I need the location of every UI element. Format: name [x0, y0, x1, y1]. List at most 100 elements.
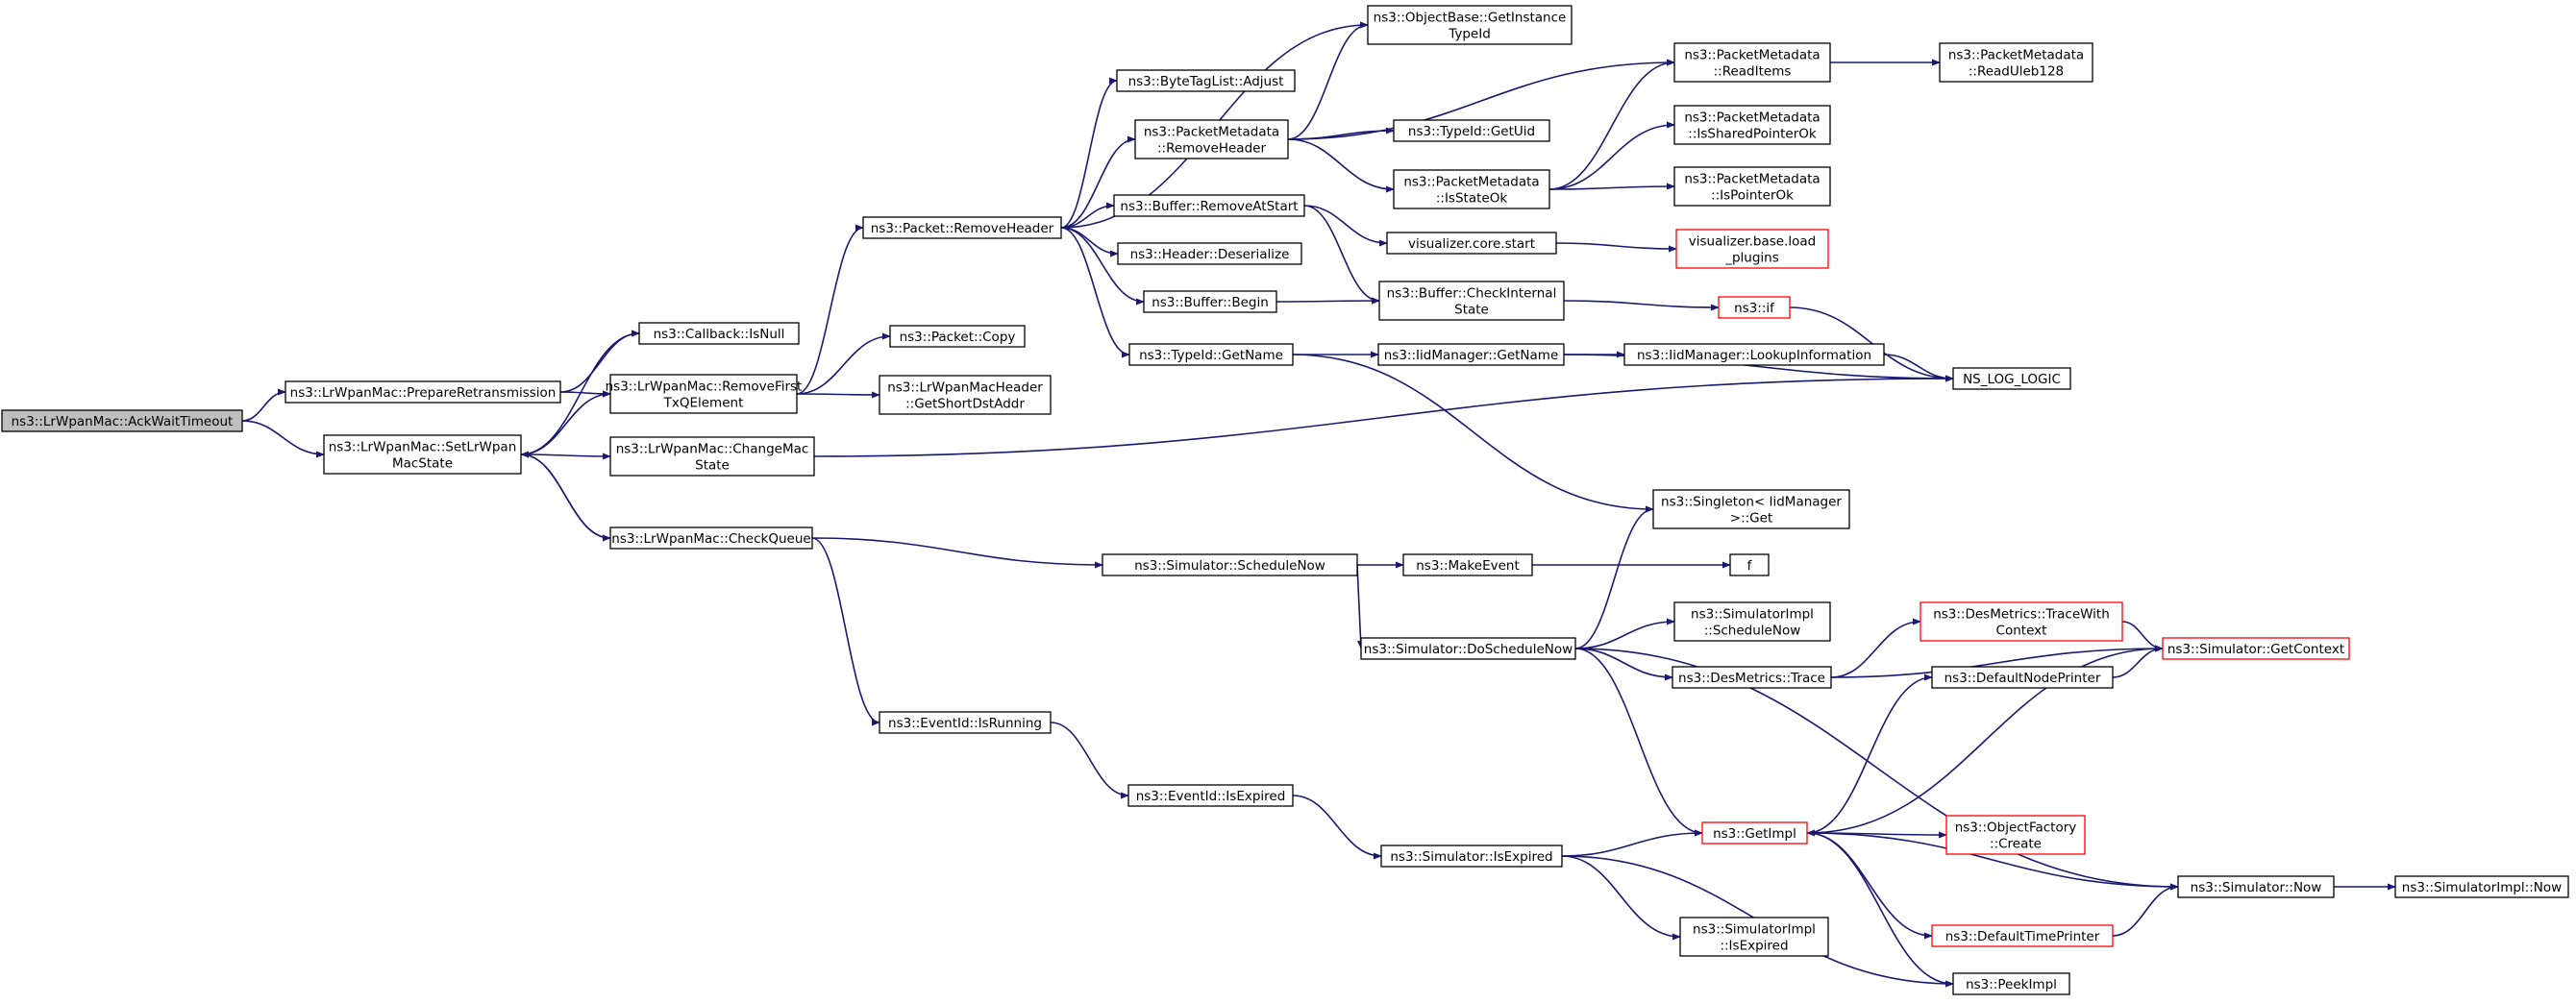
call-edge-simisexp-to-getimpl — [1561, 829, 1703, 857]
node-box — [1623, 343, 1885, 366]
node-box — [1672, 666, 1832, 689]
node-box — [1931, 666, 2114, 689]
node-label: ns3::EventId::IsExpired — [1136, 789, 1286, 804]
node-box — [1673, 601, 1831, 642]
node-label: ns3::ObjectFactory — [1955, 820, 2077, 836]
node-tidgetname[interactable]: ns3::TypeId::GetName — [1128, 343, 1294, 366]
node-pmstate[interactable]: ns3::PacketMetadata::IsStateOk — [1393, 169, 1550, 209]
node-label: ns3::Simulator::IsExpired — [1390, 849, 1552, 865]
node-objfact[interactable]: ns3::ObjectFactory::Create — [1945, 815, 2086, 855]
node-peekimpl[interactable]: ns3::PeekImpl — [1952, 972, 2070, 995]
node-ackwait[interactable]: ns3::LrWpanMac::AckWaitTimeout — [1, 409, 243, 432]
node-pmread[interactable]: ns3::PacketMetadata::ReadItems — [1673, 42, 1831, 83]
call-edge-pmstate-to-pmshared — [1548, 121, 1675, 190]
call-edge-bufcheck-to-nsif — [1563, 300, 1720, 311]
node-isexpired[interactable]: ns3::EventId::IsExpired — [1127, 784, 1294, 807]
node-iidgetname[interactable]: ns3::IidManager::GetName — [1377, 343, 1565, 366]
node-getimpl[interactable]: ns3::GetImpl — [1701, 821, 1808, 845]
node-dosched[interactable]: ns3::Simulator::DoScheduleNow — [1360, 637, 1576, 660]
node-box — [1127, 784, 1294, 807]
node-bufremove[interactable]: ns3::Buffer::RemoveAtStart — [1113, 194, 1305, 217]
node-label: ns3::EventId::IsRunning — [888, 716, 1042, 731]
node-dmtrace[interactable]: ns3::DesMetrics::Trace — [1672, 666, 1832, 689]
node-label: ns3::SimulatorImpl::Now — [2402, 880, 2562, 895]
node-box — [1673, 166, 1831, 207]
node-isrunning[interactable]: ns3::EventId::IsRunning — [879, 711, 1052, 734]
node-pmremove[interactable]: ns3::PacketMetadata::RemoveHeader — [1134, 119, 1289, 159]
node-label: MacState — [392, 456, 453, 472]
node-box — [1673, 105, 1831, 145]
call-edge-tidgetname-to-singleton — [1292, 354, 1654, 513]
node-isnull[interactable]: ns3::Callback::IsNull — [638, 322, 800, 345]
call-edge-dmtrace-to-getctx — [1830, 645, 2164, 678]
node-prepare[interactable]: ns3::LrWpanMac::PrepareRetransmission — [285, 380, 561, 404]
node-bufbegin[interactable]: ns3::Buffer::Begin — [1143, 290, 1277, 313]
call-edge-ackwait-to-setstate — [241, 420, 325, 458]
node-simimplexp[interactable]: ns3::SimulatorImpl::IsExpired — [1679, 917, 1829, 957]
node-label: f — [1747, 558, 1753, 574]
node-label: ::IsStateOk — [1436, 191, 1507, 207]
node-simimplnow[interactable]: ns3::SimulatorImpl::Now — [2394, 875, 2569, 898]
node-label: ns3::DesMetrics::TraceWith — [1933, 607, 2110, 623]
node-box — [1377, 343, 1565, 366]
node-vload[interactable]: visualizer.base.load_plugins — [1675, 229, 1829, 269]
node-label: ns3::GetImpl — [1713, 826, 1796, 842]
node-label: >::Get — [1730, 511, 1772, 526]
node-checkqueue[interactable]: ns3::LrWpanMac::CheckQueue — [609, 526, 813, 550]
call-edge-removeheader-to-bufbegin — [1060, 227, 1145, 306]
node-label: Context — [1996, 624, 2047, 639]
node-box — [285, 380, 561, 404]
node-removeheader[interactable]: ns3::Packet::RemoveHeader — [862, 216, 1062, 239]
node-box — [1673, 42, 1831, 83]
node-singleton[interactable]: ns3::Singleton< IidManager>::Get — [1652, 489, 1850, 529]
node-box — [609, 436, 815, 477]
node-vstart[interactable]: visualizer.core.start — [1386, 232, 1557, 255]
node-label: ns3::Singleton< IidManager — [1661, 495, 1842, 510]
call-edge-removeheader-to-bytetag — [1060, 77, 1118, 229]
node-label: ns3::TypeId::GetUid — [1408, 124, 1535, 139]
node-nsif[interactable]: ns3::if — [1718, 296, 1791, 319]
node-getuid[interactable]: ns3::TypeId::GetUid — [1393, 119, 1550, 142]
node-simimplsched[interactable]: ns3::SimulatorImpl::ScheduleNow — [1673, 601, 1831, 642]
node-box — [609, 374, 798, 414]
node-label: ns3::Simulator::DoScheduleNow — [1364, 642, 1573, 657]
node-schednow[interactable]: ns3::Simulator::ScheduleNow — [1102, 553, 1358, 576]
node-pmread128[interactable]: ns3::PacketMetadata::ReadUleb128 — [1939, 42, 2093, 83]
call-edge-pmremove-to-pmstate — [1287, 138, 1395, 193]
node-box — [1945, 815, 2086, 855]
node-pcopy[interactable]: ns3::Packet::Copy — [889, 325, 1026, 348]
node-label: ns3::PacketMetadata — [1684, 172, 1820, 187]
node-getshort[interactable]: ns3::LrWpanMacHeader::GetShortDstAddr — [879, 375, 1052, 415]
node-f[interactable]: f — [1729, 553, 1770, 576]
node-defnode[interactable]: ns3::DefaultNodePrinter — [1931, 666, 2114, 689]
node-nslog[interactable]: NS_LOG_LOGIC — [1952, 367, 2071, 390]
call-edge-pmremove-to-getuid — [1287, 127, 1395, 140]
node-pmptr[interactable]: ns3::PacketMetadata::IsPointerOk — [1673, 166, 1831, 207]
node-label: ::RemoveHeader — [1157, 141, 1266, 157]
node-label: ns3::Buffer::RemoveAtStart — [1120, 199, 1298, 214]
node-box — [1393, 119, 1550, 142]
node-getctx[interactable]: ns3::Simulator::GetContext — [2162, 637, 2350, 660]
node-bytetag[interactable]: ns3::ByteTagList::Adjust — [1116, 69, 1296, 92]
call-edge-prepare-to-removefirst — [559, 390, 611, 398]
node-hdrdeser[interactable]: ns3::Header::Deserialize — [1117, 242, 1302, 265]
node-label: ns3::LrWpanMac::PrepareRetransmission — [290, 385, 557, 401]
node-simisexp[interactable]: ns3::Simulator::IsExpired — [1380, 845, 1563, 868]
node-label: ::ReadUleb128 — [1969, 64, 2064, 80]
node-simnow[interactable]: ns3::Simulator::Now — [2177, 875, 2335, 898]
node-box — [609, 526, 813, 550]
node-deftime[interactable]: ns3::DefaultTimePrinter — [1931, 924, 2114, 947]
node-lookup[interactable]: ns3::IidManager::LookupInformation — [1623, 343, 1885, 366]
node-label: TypeId — [1448, 27, 1491, 42]
node-label: ns3::PacketMetadata — [1684, 110, 1820, 126]
node-label: ns3::Packet::RemoveHeader — [871, 221, 1054, 236]
node-makeevent[interactable]: ns3::MakeEvent — [1402, 553, 1533, 576]
node-box — [1134, 119, 1289, 159]
node-pmshared[interactable]: ns3::PacketMetadata::IsSharedPointerOk — [1673, 105, 1831, 145]
